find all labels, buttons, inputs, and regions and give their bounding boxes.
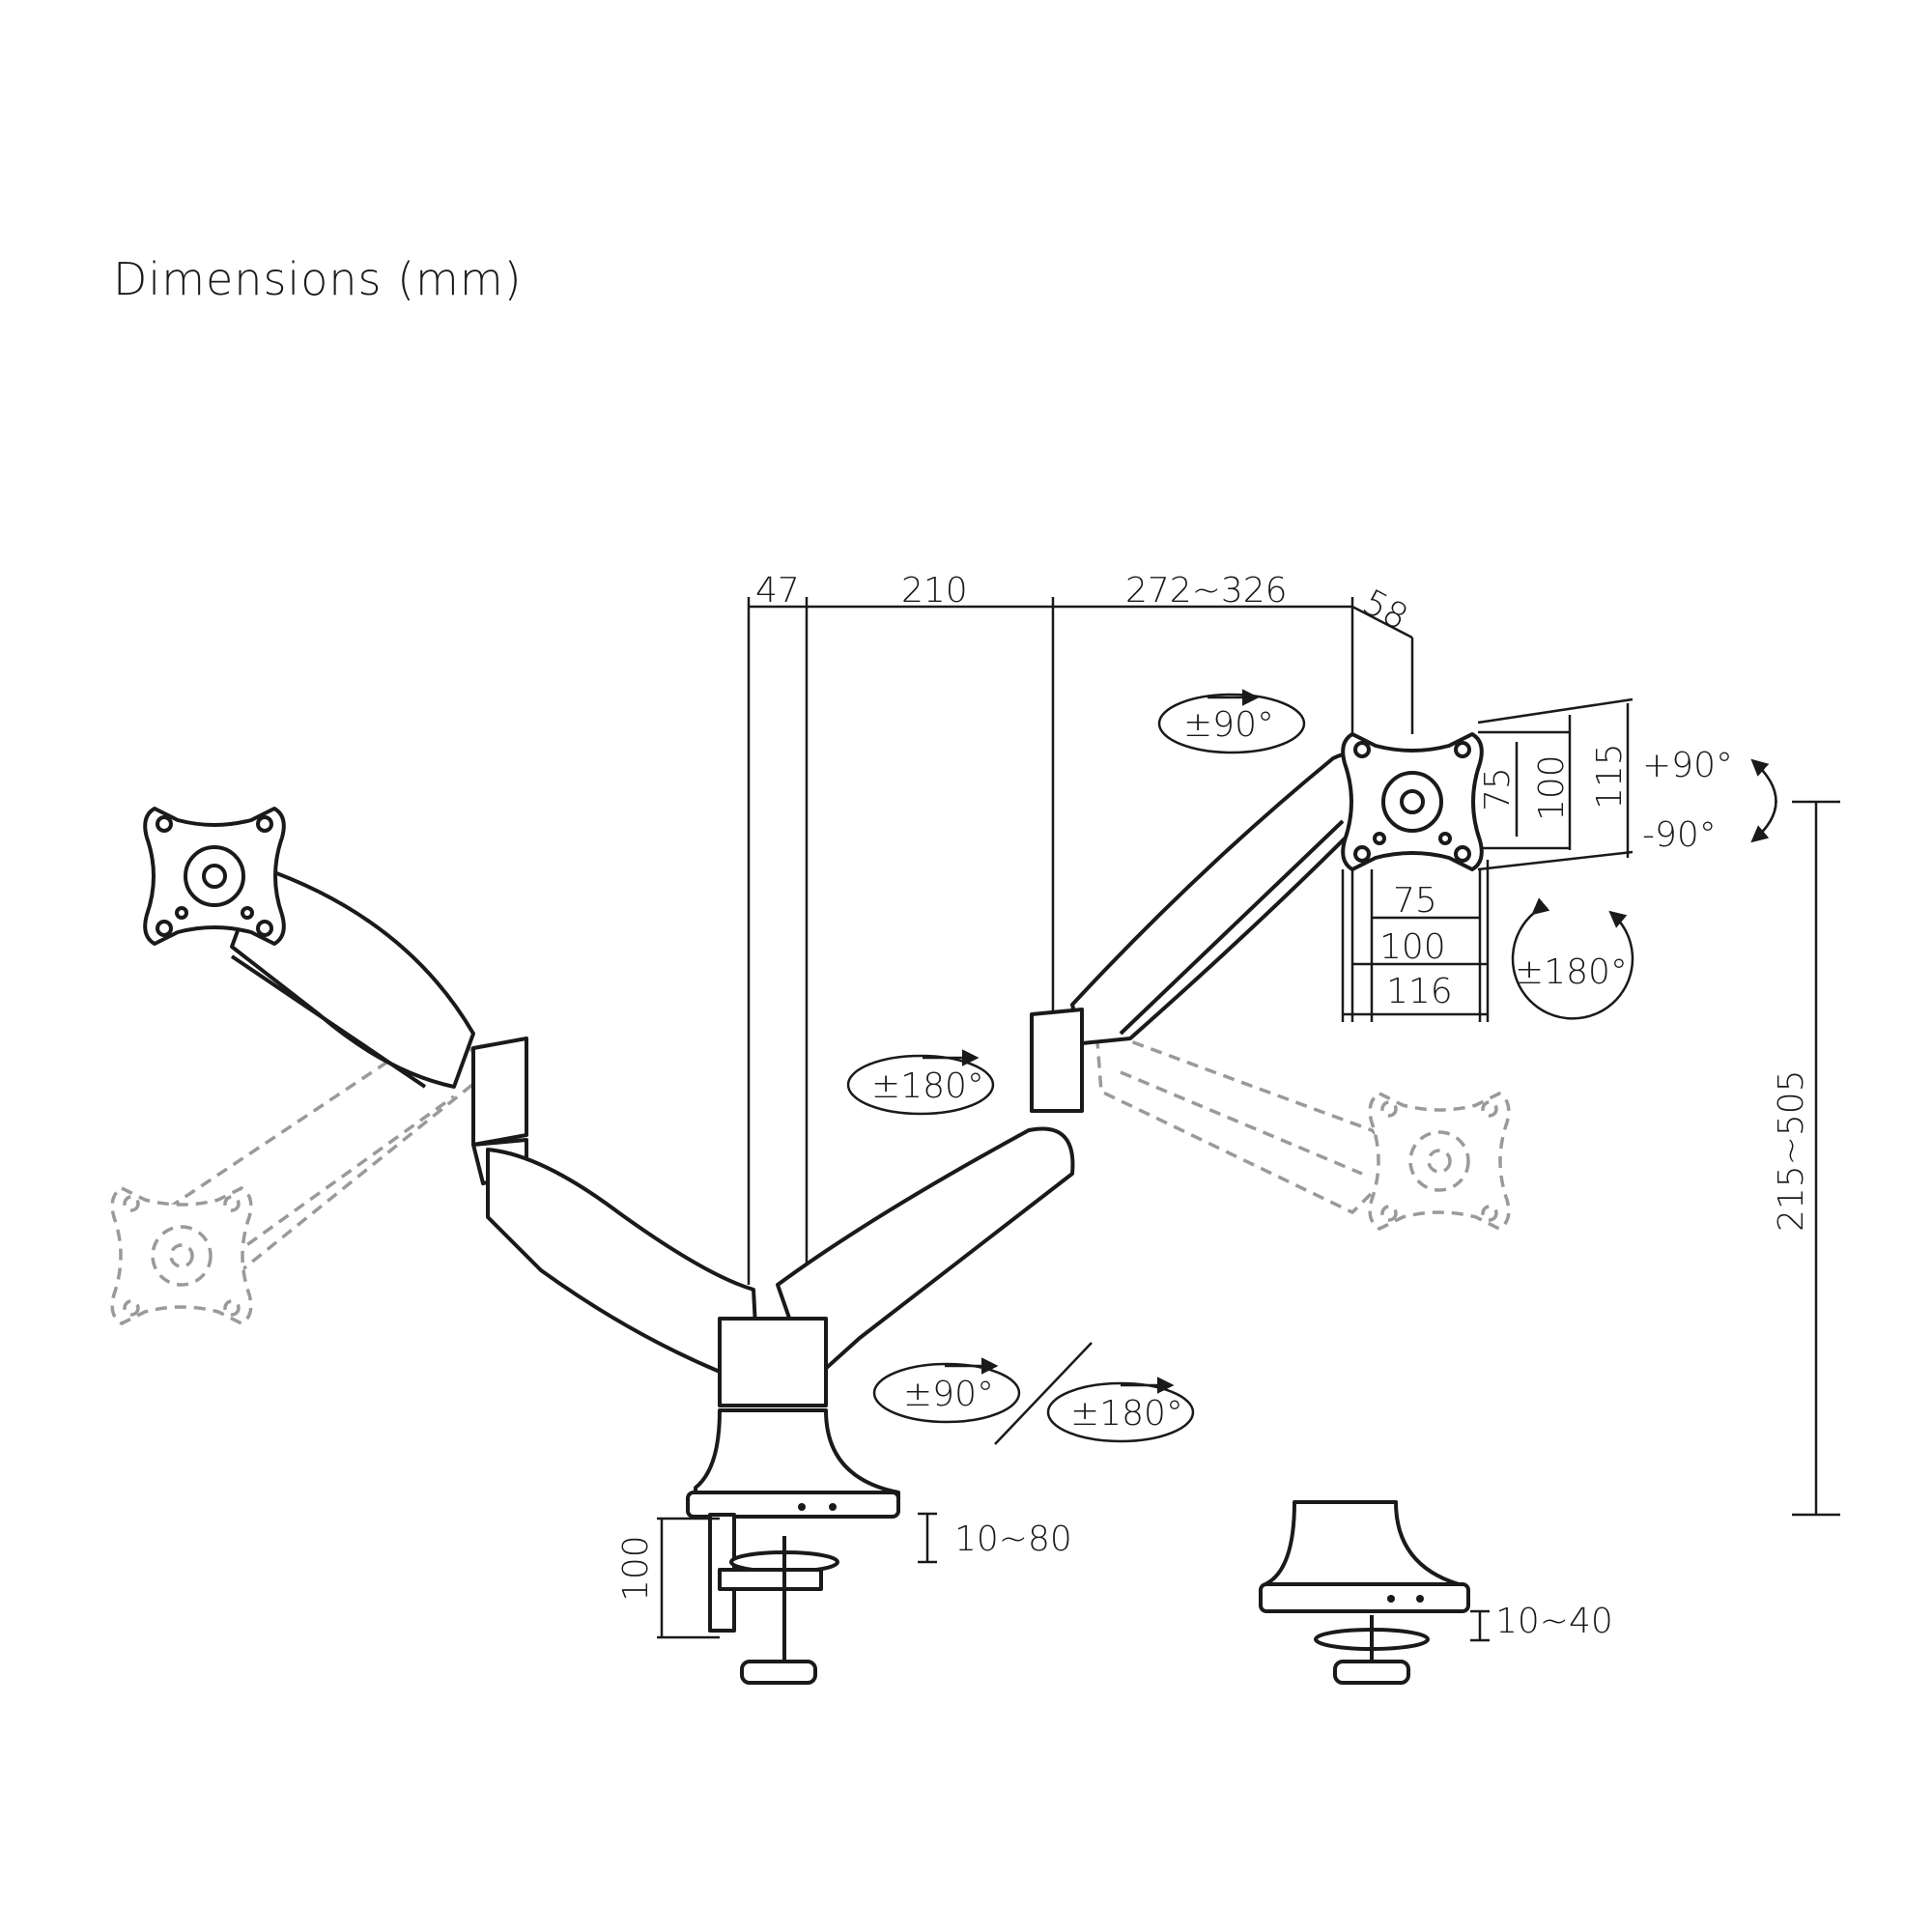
dim-clamp-depth: 100 [616, 1535, 656, 1602]
dim-clamp-thickness: 10~80 [954, 1520, 1072, 1559]
rot-elbow-rotate: ±180° [871, 1066, 984, 1106]
right-lower-arm [776, 1126, 1075, 1383]
rot-head-rotate: ±180° [1515, 952, 1628, 992]
rot-tilt-down: -90° [1642, 815, 1717, 855]
height-range-line [1792, 800, 1840, 1517]
elbow-rotate-icon [846, 1054, 995, 1116]
dim-vesa-w-100: 100 [1379, 927, 1446, 967]
vesa-dimension-lines [1341, 697, 1634, 1022]
clamp-dimensions [657, 1512, 937, 1639]
dim-arm-segment: 210 [901, 571, 968, 611]
left-upper-arm [143, 807, 528, 1185]
grommet-dimensions [1470, 1609, 1490, 1642]
head-rotate-indicator [1511, 897, 1634, 1020]
top-dimension-lines [747, 597, 1414, 1285]
base-swivel-icon [872, 1362, 1021, 1424]
rot-base-swivel: ±90° [903, 1375, 994, 1414]
dim-plate-depth: 58 [1356, 582, 1414, 639]
ghost-right-arm [1094, 1027, 1511, 1231]
dim-height-range: 215~505 [1772, 1069, 1811, 1232]
left-lower-arm [486, 1148, 760, 1383]
dim-post-depth: 47 [755, 571, 800, 611]
right-upper-arm [1030, 732, 1484, 1113]
dim-arm-reach: 272~326 [1125, 571, 1288, 611]
dim-vesa-w-75: 75 [1393, 881, 1437, 921]
rot-head-swivel: ±90° [1183, 705, 1274, 745]
dim-vesa-h-75: 75 [1478, 767, 1518, 811]
dim-grommet-thickness: 10~40 [1495, 1602, 1613, 1641]
grommet-mount [1259, 1500, 1470, 1685]
rot-tilt-up: +90° [1642, 746, 1733, 785]
base-clamp [686, 1317, 900, 1685]
base-rotate-icon [1046, 1381, 1195, 1443]
rot-base-rotate: ±180° [1070, 1394, 1183, 1434]
page-title: Dimensions (mm) [113, 253, 523, 305]
dim-plate-height: 115 [1590, 743, 1630, 810]
head-swivel-icon [1157, 693, 1306, 754]
dim-plate-width: 116 [1386, 972, 1453, 1011]
dim-vesa-h-100: 100 [1532, 754, 1572, 821]
